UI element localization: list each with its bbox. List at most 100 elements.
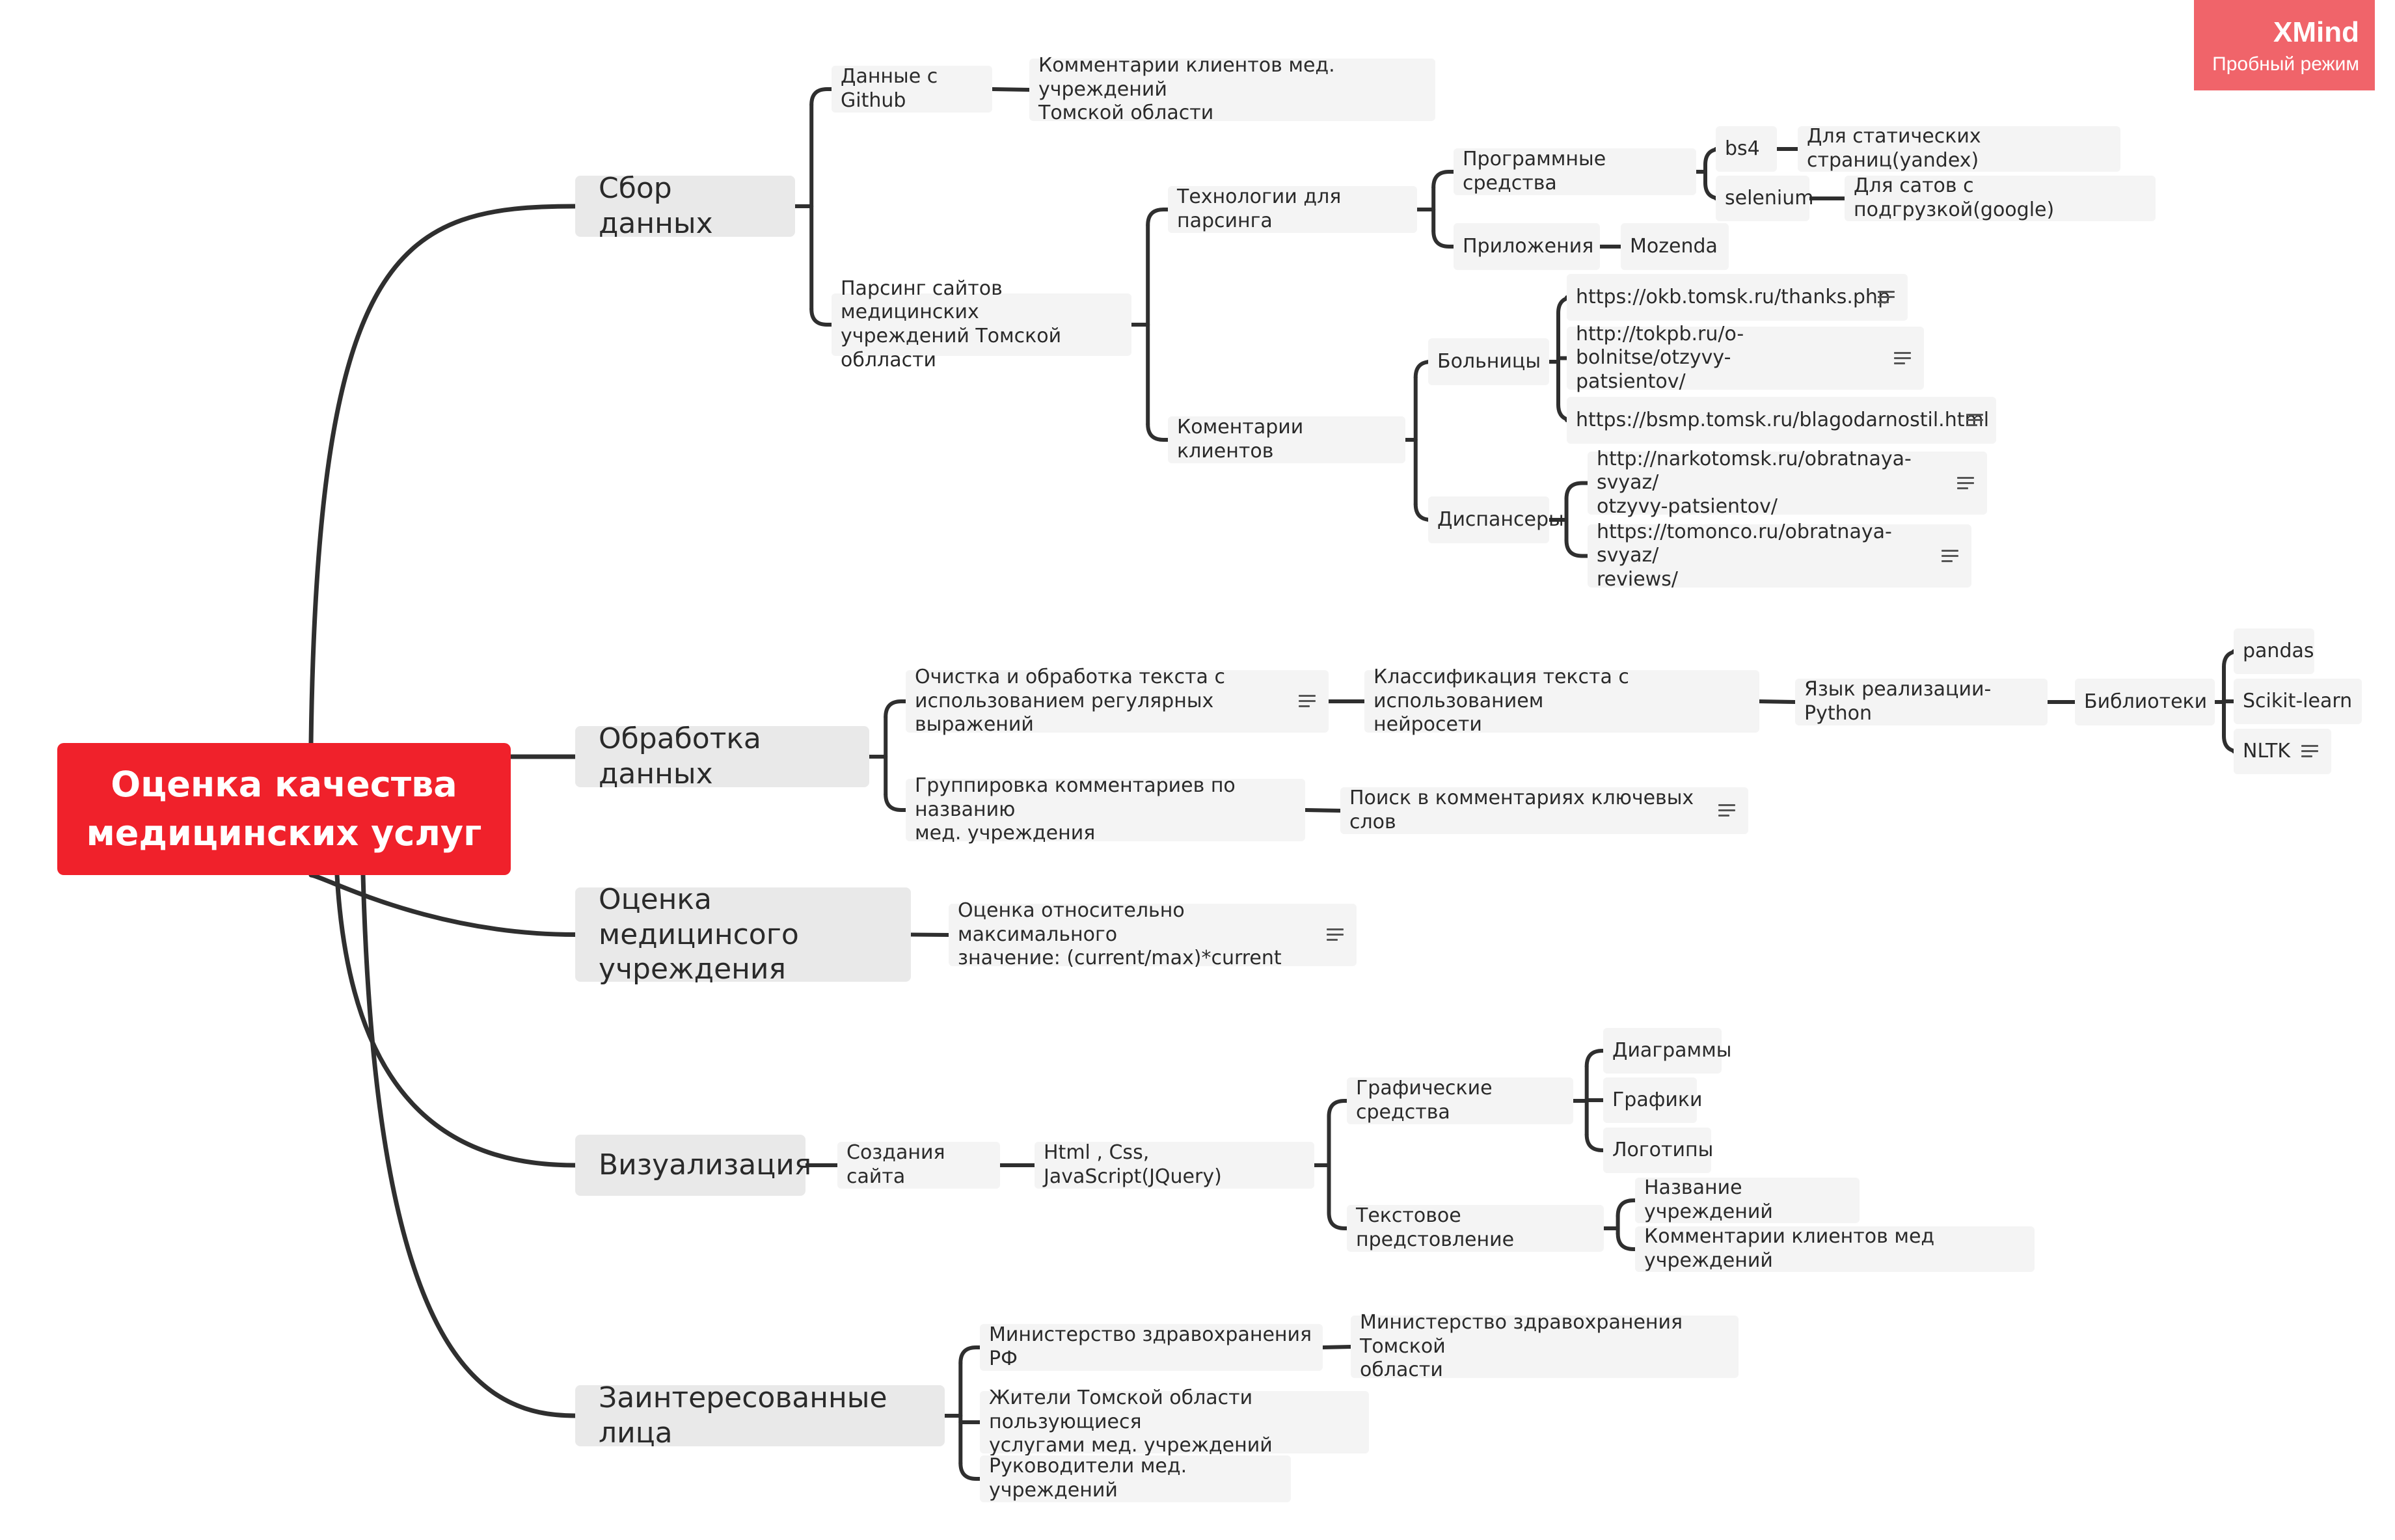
subtopic-tokpb-ru-o-bolnitse-otzyvy-patsientov[interactable]: http://tokpb.ru/o-bolnitse/otzyvy- patsi… [1567, 323, 1924, 393]
subtopic-bsmp-tomsk-ru-blagodarnostil-html[interactable]: https://bsmp.tomsk.ru/blagodarnostil.htm… [1567, 397, 1996, 444]
subtopic-okb-tomsk-ru-thanks-php[interactable]: https://okb.tomsk.ru/thanks.php [1567, 274, 1908, 321]
topic-label: Комментарии клиентов мед учреждений [1644, 1225, 1935, 1272]
subtopic-nltk[interactable]: NLTK [2234, 729, 2331, 774]
note-icon[interactable] [1878, 291, 1895, 304]
subtopic-sozdaniya-sayta[interactable]: Создания сайта [837, 1141, 1000, 1189]
connector-branch [1564, 538, 1590, 558]
subtopic-tekstovoe-predstovlenie[interactable]: Текстовое предстовление [1347, 1204, 1604, 1252]
connector-branch [1146, 208, 1170, 227]
subtopic-logotipy[interactable]: Логотипы [1603, 1128, 1714, 1173]
subtopic-mozenda[interactable]: Mozenda [1621, 223, 1729, 270]
topic-label: Программные средства [1463, 148, 1606, 195]
subtopic-tehnologii-dlya-parsinga[interactable]: Технологии для парсинга [1168, 185, 1417, 233]
connector-branch [1327, 1099, 1349, 1118]
connector-branch [1616, 1198, 1637, 1218]
subtopic-bs4[interactable]: bs4 [1716, 126, 1777, 172]
subtopic-gruppirovka-kommentariev-po-nazvaniyu-me[interactable]: Группировка комментариев по названию мед… [906, 774, 1305, 844]
topic-label: Оценка качества медицинских услуг [86, 763, 482, 854]
topic-label: Для статических страниц(yandex) [1807, 125, 1981, 172]
subtopic-selenium[interactable]: selenium [1716, 176, 1813, 221]
topic-label: Сбор данных [599, 172, 713, 240]
topic-label: Диаграммы [1612, 1038, 1732, 1062]
topic-label: Больницы [1437, 349, 1541, 373]
subtopic-parsing-saytov-medicinskih-uchrezhdeniy-[interactable]: Парсинг сайтов медицинских учреждений То… [832, 277, 1131, 371]
topic-label: Логотипы [1612, 1138, 1714, 1161]
subtopic-diagrammy[interactable]: Диаграммы [1603, 1028, 1731, 1074]
xmind-trial-badge[interactable]: XMind Пробный режим [2194, 0, 2375, 90]
connector-branch [809, 307, 833, 327]
subtopic-ministerstvo-zdravohraneniya-tomskoy-obl[interactable]: Министерство здравохранения Томской обла… [1351, 1311, 1739, 1381]
subtopic-nazvanie-uchrezhdeniy[interactable]: Название учреждений [1635, 1176, 1860, 1223]
subtopic-biblioteki[interactable]: Библиотеки [2075, 679, 2215, 725]
topic-label: Графические средства [1356, 1077, 1493, 1124]
subtopic-narkotomsk-ru-obratnaya-svyaz-otzyvy-pat[interactable]: http://narkotomsk.ru/obratnaya-svyaz/ ot… [1588, 448, 1987, 518]
subtopic-ochistka-i-obrabotka-teksta-s-ispolzovan[interactable]: Очистка и обработка текста с использован… [906, 666, 1329, 736]
main-branch-curve [308, 204, 578, 746]
topic-label: http://narkotomsk.ru/obratnaya-svyaz/ ot… [1597, 447, 1912, 518]
subtopic-dannye-s-github[interactable]: Данные с Github [832, 65, 992, 113]
subtopic-klassifikaciya-teksta-s-ispolzovaniem-ne[interactable]: Классификация текста с использованием не… [1364, 666, 1759, 736]
subtopic-grafiki[interactable]: Графики [1603, 1077, 1703, 1123]
subtopic-html-css-javascript-jquery[interactable]: Html , Css, JavaScript(JQuery) [1035, 1141, 1314, 1189]
subtopic-zhiteli-tomskoy-oblasti-polzuyuschiesya-[interactable]: Жители Томской области пользующиеся услу… [980, 1386, 1369, 1457]
topic-label: Оценка относительно максимального значен… [958, 899, 1282, 970]
note-icon[interactable] [1718, 804, 1735, 817]
central-topic[interactable]: Оценка качества медицинских услуг [57, 743, 511, 875]
main-topic-obrabotka-dannyh[interactable]: Обработка данных [575, 722, 869, 790]
subtopic-scikit-learn[interactable]: Scikit-learn [2234, 679, 2362, 724]
topic-label: Визуализация [599, 1148, 812, 1182]
subtopic-tomonco-ru-obratnaya-svyaz-reviews[interactable]: https://tomonco.ru/obratnaya-svyaz/ revi… [1588, 520, 1971, 591]
note-icon[interactable] [2301, 745, 2318, 758]
topic-label: Поиск в комментариях ключевых слов [1349, 787, 1694, 833]
subtopic-dlya-satov-s-podgruzkoy-google[interactable]: Для сатов с подгрузкой(google) [1845, 174, 2156, 221]
connector-branch [1616, 1232, 1637, 1251]
subtopic-dlya-staticheskih-stranic-yandex[interactable]: Для статических страниц(yandex) [1798, 125, 2120, 172]
main-branch-curve [308, 872, 578, 937]
subtopic-komentarii-klientov[interactable]: Коментарии клиентов [1168, 416, 1405, 463]
subtopic-graficheskie-sredstva[interactable]: Графические средства [1347, 1077, 1573, 1124]
topic-label: Министерство здравохранения РФ [989, 1323, 1312, 1370]
topic-label: Группировка комментариев по названию мед… [915, 774, 1236, 845]
note-icon[interactable] [1327, 928, 1344, 941]
main-topic-zainteresovannye-lica[interactable]: Заинтересованные лица [575, 1381, 945, 1450]
subtopic-poisk-v-kommentariyah-klyuchevyh-slov[interactable]: Поиск в комментариях ключевых слов [1340, 787, 1748, 834]
topic-label: Технологии для парсинга [1177, 185, 1342, 232]
connector-branch [884, 699, 908, 719]
subtopic-pandas[interactable]: pandas [2234, 628, 2314, 674]
topic-label: Очистка и обработка текста с использован… [915, 666, 1225, 736]
topic-label: Обработка данных [599, 722, 761, 790]
subtopic-rukovoditeli-med-uchrezhdeniy[interactable]: Руководители мед. учреждений [980, 1455, 1291, 1502]
main-topic-ocenka-medicinsogo-uchrezhdeniya[interactable]: Оценка медицинсого учреждения [575, 883, 911, 986]
subtopic-dispansery[interactable]: Диспансеры [1428, 496, 1564, 543]
subtopic-kommentarii-klientov-med-uchrezhdeniy-to[interactable]: Комментарии клиентов мед. учреждений Том… [1029, 54, 1435, 124]
note-icon[interactable] [1894, 351, 1911, 365]
subtopic-ocenka-otnositelno-maksimalnogo-znacheni[interactable]: Оценка относительно максимального значен… [949, 899, 1357, 969]
subtopic-kommentarii-klientov-med-uchrezhdeniy[interactable]: Комментарии клиентов мед учреждений [1635, 1225, 2035, 1272]
trial-mode-label: Пробный режим [2212, 53, 2359, 75]
connector-branch [1431, 170, 1455, 189]
topic-label: Название учреждений [1644, 1176, 1773, 1223]
main-topic-vizualizaciya[interactable]: Визуализация [575, 1135, 811, 1196]
note-icon[interactable] [1966, 414, 1983, 427]
subtopic-programmnye-sredstva[interactable]: Программные средства [1454, 148, 1696, 195]
topic-label: Парсинг сайтов медицинских учреждений То… [841, 277, 1062, 371]
main-topic-sbor-dannyh[interactable]: Сбор данных [575, 172, 795, 240]
topic-label: https://okb.tomsk.ru/thanks.php [1576, 285, 1890, 308]
subtopic-bolnicy[interactable]: Больницы [1428, 338, 1549, 385]
topic-label: Html , Css, JavaScript(JQuery) [1044, 1141, 1222, 1188]
subtopic-prilozheniya[interactable]: Приложения [1454, 223, 1600, 270]
topic-label: Диспансеры [1437, 507, 1564, 531]
topic-label: Данные с Github [841, 65, 938, 112]
topic-label: Руководители мед. учреждений [989, 1455, 1187, 1502]
topic-label: Создания сайта [846, 1141, 945, 1188]
connector-line [990, 87, 1031, 92]
subtopic-ministerstvo-zdravohraneniya-rf[interactable]: Министерство здравохранения РФ [980, 1323, 1323, 1371]
brand-name: XMind [2273, 16, 2359, 48]
connector-branch [958, 1461, 982, 1481]
note-icon[interactable] [1299, 695, 1316, 708]
note-icon[interactable] [1957, 476, 1974, 490]
note-icon[interactable] [1942, 549, 1958, 563]
topic-label: Текстовое предстовление [1356, 1204, 1515, 1251]
topic-label: https://tomonco.ru/obratnaya-svyaz/ revi… [1597, 520, 1892, 591]
subtopic-yazyk-realizacii-python[interactable]: Язык реализации-Python [1795, 678, 2048, 725]
